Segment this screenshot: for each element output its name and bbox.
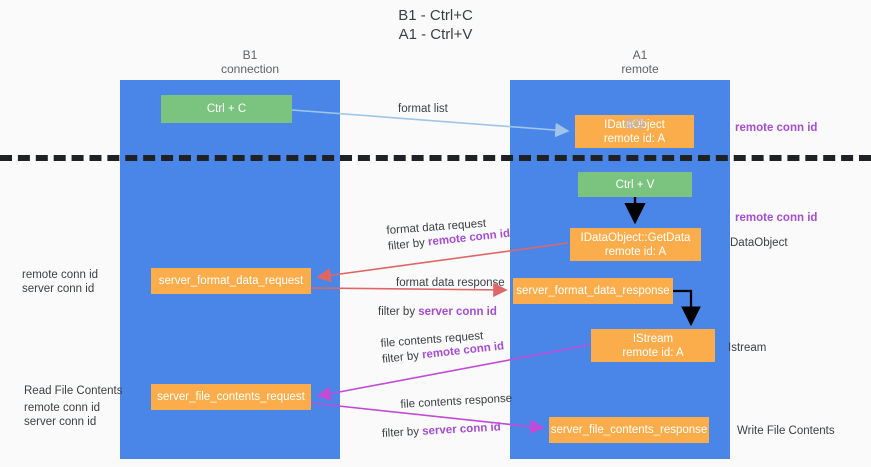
lane-header-b1-name: B1 — [242, 48, 258, 62]
lane-header-a1: A1 remote — [540, 48, 740, 76]
node-server-file-contents-request-label: server_file_contents_request — [157, 391, 305, 403]
node-server-format-data-response-label: server_format_data_response — [516, 285, 670, 297]
node-idataobject-getdata[interactable]: IDataObject::GetData remote id: A — [570, 228, 701, 261]
node-server-format-data-response[interactable]: server_format_data_response — [513, 278, 673, 304]
node-ctrl-v[interactable]: Ctrl + V — [578, 172, 692, 197]
side-label-server-conn-id-left-1: server conn id — [22, 283, 95, 295]
arrow-format-data-request — [316, 242, 569, 283]
node-ctrl-c[interactable]: Ctrl + C — [161, 95, 292, 123]
arrow-format-list — [291, 109, 570, 138]
lane-header-a1-name: A1 — [632, 48, 648, 62]
lane-header-b1: B1 connection — [150, 48, 350, 76]
side-label-server-conn-id-left-2: server conn id — [24, 416, 97, 428]
side-label-istream: Istream — [728, 342, 767, 354]
node-server-format-data-request-label: server_format_data_request — [158, 275, 304, 287]
node-idataobject-label: IDataObject — [604, 118, 665, 131]
side-label-remote-conn-id-top: remote conn id — [735, 122, 818, 134]
node-server-format-data-request[interactable]: server_format_data_request — [151, 268, 311, 294]
side-label-conn-ids-upper: remote conn id server conn id — [22, 268, 98, 296]
node-getdata-sub: remote id: A — [604, 245, 667, 258]
side-label-remote-conn-id-left-1: remote conn id — [22, 269, 99, 281]
side-label-write-file-contents: Write File Contents — [737, 425, 835, 437]
diagram-title: B1 - Ctrl+C A1 - Ctrl+V — [0, 6, 871, 44]
side-label-remote-conn-id-mid: remote conn id — [735, 212, 818, 224]
side-label-remote-conn-id-left-2: remote conn id — [24, 402, 101, 414]
arrow-file-contents-response — [310, 402, 545, 434]
side-label-conn-ids-lower: remote conn id server conn id — [24, 401, 100, 429]
side-label-read-file-contents: Read File Contents — [24, 385, 123, 397]
lane-header-b1-subtitle: connection — [220, 62, 280, 76]
annotation-format-list: format list — [398, 103, 448, 115]
side-label-dataobject: DataObject — [730, 237, 788, 249]
arrow-format-data-response — [310, 282, 508, 298]
node-idataobject-sub: remote id: A — [603, 132, 666, 145]
node-server-file-contents-response[interactable]: server_file_contents_response — [549, 417, 709, 443]
annotation-filter-prefix-2: filter by — [378, 306, 419, 318]
annotation-format-data-response-line2: filter by server conn id — [378, 304, 505, 320]
node-getdata-label: IDataObject::GetData — [580, 231, 691, 244]
arrow-response-to-istream — [673, 289, 701, 327]
annotation-format-data-response-line1: format data response — [396, 277, 505, 289]
node-server-file-contents-request[interactable]: server_file_contents_request — [151, 384, 311, 410]
node-istream-label: IStream — [632, 332, 674, 345]
node-idataobject[interactable]: IDataObject 保存 remote id: A — [575, 115, 694, 148]
node-server-file-contents-response-label: server_file_contents_response — [550, 424, 708, 436]
diagram-title-line1: B1 - Ctrl+C — [398, 7, 473, 24]
node-ctrl-c-label: Ctrl + C — [206, 103, 247, 115]
node-istream-sub: remote id: A — [622, 346, 684, 359]
arrow-file-contents-request — [316, 344, 590, 401]
node-ctrl-v-label: Ctrl + V — [615, 178, 655, 191]
annotation-format-data-response: format data response filter by server co… — [378, 275, 505, 320]
boundary-divider — [0, 155, 871, 161]
diagram-title-line2: A1 - Ctrl+V — [398, 26, 473, 43]
node-istream[interactable]: IStream remote id: A — [591, 329, 715, 362]
lane-header-a1-subtitle: remote — [621, 62, 659, 76]
annotation-server-conn-id: server conn id — [418, 306, 497, 318]
